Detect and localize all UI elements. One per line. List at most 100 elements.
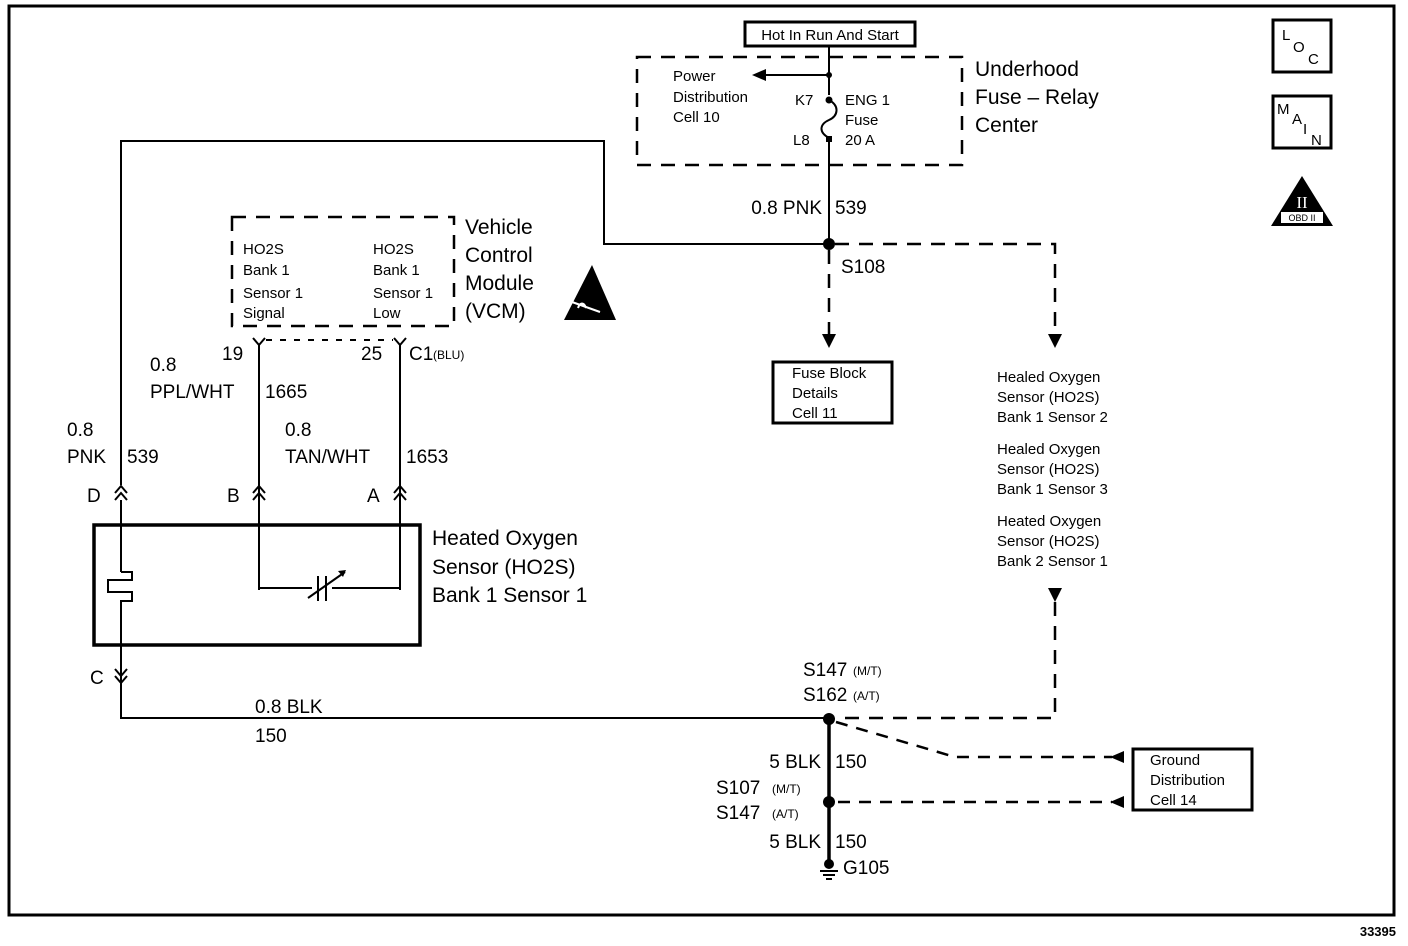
wire-main-feed-circuit: 539 [835,198,867,219]
arrow-left-icon [1110,796,1124,808]
svg-text:Details: Details [792,385,838,402]
wire-539-color: PNK [67,447,106,468]
vcm-pin-25: 25 [361,344,382,365]
connector-d-icon [114,484,128,501]
svg-text:Power: Power [673,68,716,85]
svg-text:HO2S: HO2S [373,241,414,258]
svg-text:Bank 1: Bank 1 [373,262,420,279]
outer-frame [7,4,1396,917]
power-distribution-ref: Power Distribution Cell 10 [673,68,748,126]
other-sensor-3: Heated Oxygen Sensor (HO2S) Bank 2 Senso… [997,513,1108,570]
wire-1665-color: PPL/WHT [150,382,235,403]
fuse-rating: ENG 1 Fuse 20 A [845,92,890,149]
vcm-connector-c1: C1 [409,344,433,365]
svg-text:Heated Oxygen: Heated Oxygen [997,513,1101,530]
svg-text:Bank 1 Sensor 3: Bank 1 Sensor 3 [997,481,1108,498]
wire-539-heater-feed [120,140,829,485]
splice-s108-label: S108 [841,257,885,278]
svg-text:Heated Oxygen: Heated Oxygen [432,527,578,550]
wire-main-feed-gauge: 0.8 PNK [751,198,822,219]
svg-text:Sensor 1: Sensor 1 [243,285,303,302]
splice-ground-mid [823,796,835,808]
splice-s147-at: S147 [716,803,760,824]
wire-539-gauge: 0.8 [67,420,93,441]
vcm-connector-color: (BLU) [433,348,464,362]
terminal-a: A [367,486,380,507]
wire-539-circuit: 539 [127,447,159,468]
svg-text:Fuse: Fuse [845,112,878,129]
splice-s147-mt: S147 [803,660,847,681]
wire-ground-bottom-gauge: 5 BLK [769,832,821,853]
splice-s147-mt-note: (M/T) [853,664,882,678]
terminal-c: C [90,668,104,689]
svg-text:Healed Oxygen: Healed Oxygen [997,369,1100,386]
svg-text:O: O [1293,39,1305,56]
svg-text:Vehicle: Vehicle [465,216,533,239]
splice-s107-mt: S107 [716,778,760,799]
svg-text:Signal: Signal [243,305,285,322]
svg-text:Center: Center [975,114,1038,137]
arrow-left-icon [752,69,766,81]
power-source-label: Hot In Run And Start [761,27,899,44]
wire-1665-circuit: 1665 [265,382,307,403]
vcm-pin-19: 19 [222,344,243,365]
vcm-title: Vehicle Control Module (VCM) [465,216,534,323]
svg-text:Sensor 1: Sensor 1 [373,285,433,302]
svg-text:Cell 14: Cell 14 [1150,792,1197,809]
ground-dist-ref: Ground Distribution Cell 14 [1150,752,1225,809]
svg-text:OBD II: OBD II [1288,213,1315,223]
connector-a-icon [393,484,407,501]
svg-text:L: L [1282,27,1290,44]
svg-text:(VCM): (VCM) [465,300,526,323]
ho2s-sensor-box [92,523,422,647]
arrow-down-icon [822,334,836,348]
svg-text:Sensor (HO2S): Sensor (HO2S) [432,556,576,579]
wire-1653-color: TAN/WHT [285,447,371,468]
wire-150-ground [120,683,829,719]
vcm-box [230,215,456,328]
svg-text:Distribution: Distribution [1150,772,1225,789]
ground-icon [820,859,838,880]
wire-150-gauge: 0.8 BLK [255,697,323,718]
svg-text:Bank 1 Sensor 2: Bank 1 Sensor 2 [997,409,1108,426]
svg-text:Cell 11: Cell 11 [792,405,838,422]
main-symbol-icon: M A I N [1271,94,1333,150]
arrow-up-icon [1048,588,1062,602]
arrow-left-icon [1110,751,1124,763]
fuse-relay-center-title: Underhood Fuse – Relay Center [975,58,1099,137]
svg-text:Control: Control [465,244,533,267]
variable-sensing-element-icon [307,570,346,601]
svg-text:20 A: 20 A [845,132,875,149]
wire-1653-gauge: 0.8 [285,420,311,441]
svg-text:Bank 1: Bank 1 [243,262,290,279]
svg-text:A: A [1292,111,1302,128]
svg-text:I: I [1303,121,1307,138]
other-sensor-2: Healed Oxygen Sensor (HO2S) Bank 1 Senso… [997,441,1108,498]
splice-s162-at: S162 [803,685,847,706]
svg-text:Ground: Ground [1150,752,1200,769]
svg-text:N: N [1311,132,1322,149]
esd-sensitive-icon [564,265,616,320]
vcm-pin-low-desc: HO2S Bank 1 Sensor 1 Low [373,241,433,322]
splice-s147-at-note: (A/T) [772,807,799,821]
wire-ground-mid-gauge: 5 BLK [769,752,821,773]
ground-dist-ref-box [1131,747,1254,812]
svg-text:Underhood: Underhood [975,58,1079,81]
heater-element-icon [107,571,133,690]
other-sensor-1: Healed Oxygen Sensor (HO2S) Bank 1 Senso… [997,369,1108,426]
svg-text:M: M [1277,101,1290,118]
splice-s107-mt-note: (M/T) [772,782,801,796]
svg-text:ENG 1: ENG 1 [845,92,890,109]
svg-text:Fuse Block: Fuse Block [792,365,867,382]
svg-text:HO2S: HO2S [243,241,284,258]
svg-text:C: C [1308,51,1319,68]
terminal-k7: K7 [795,92,813,109]
connector-b-icon [252,484,266,501]
svg-text:Sensor (HO2S): Sensor (HO2S) [997,461,1100,478]
ho2s-sensor-title: Heated Oxygen Sensor (HO2S) Bank 1 Senso… [432,527,587,607]
loc-symbol-icon: L O C [1271,18,1333,74]
svg-text:Sensor (HO2S): Sensor (HO2S) [997,389,1100,406]
terminal-b: B [227,486,240,507]
svg-text:Cell 10: Cell 10 [673,109,720,126]
